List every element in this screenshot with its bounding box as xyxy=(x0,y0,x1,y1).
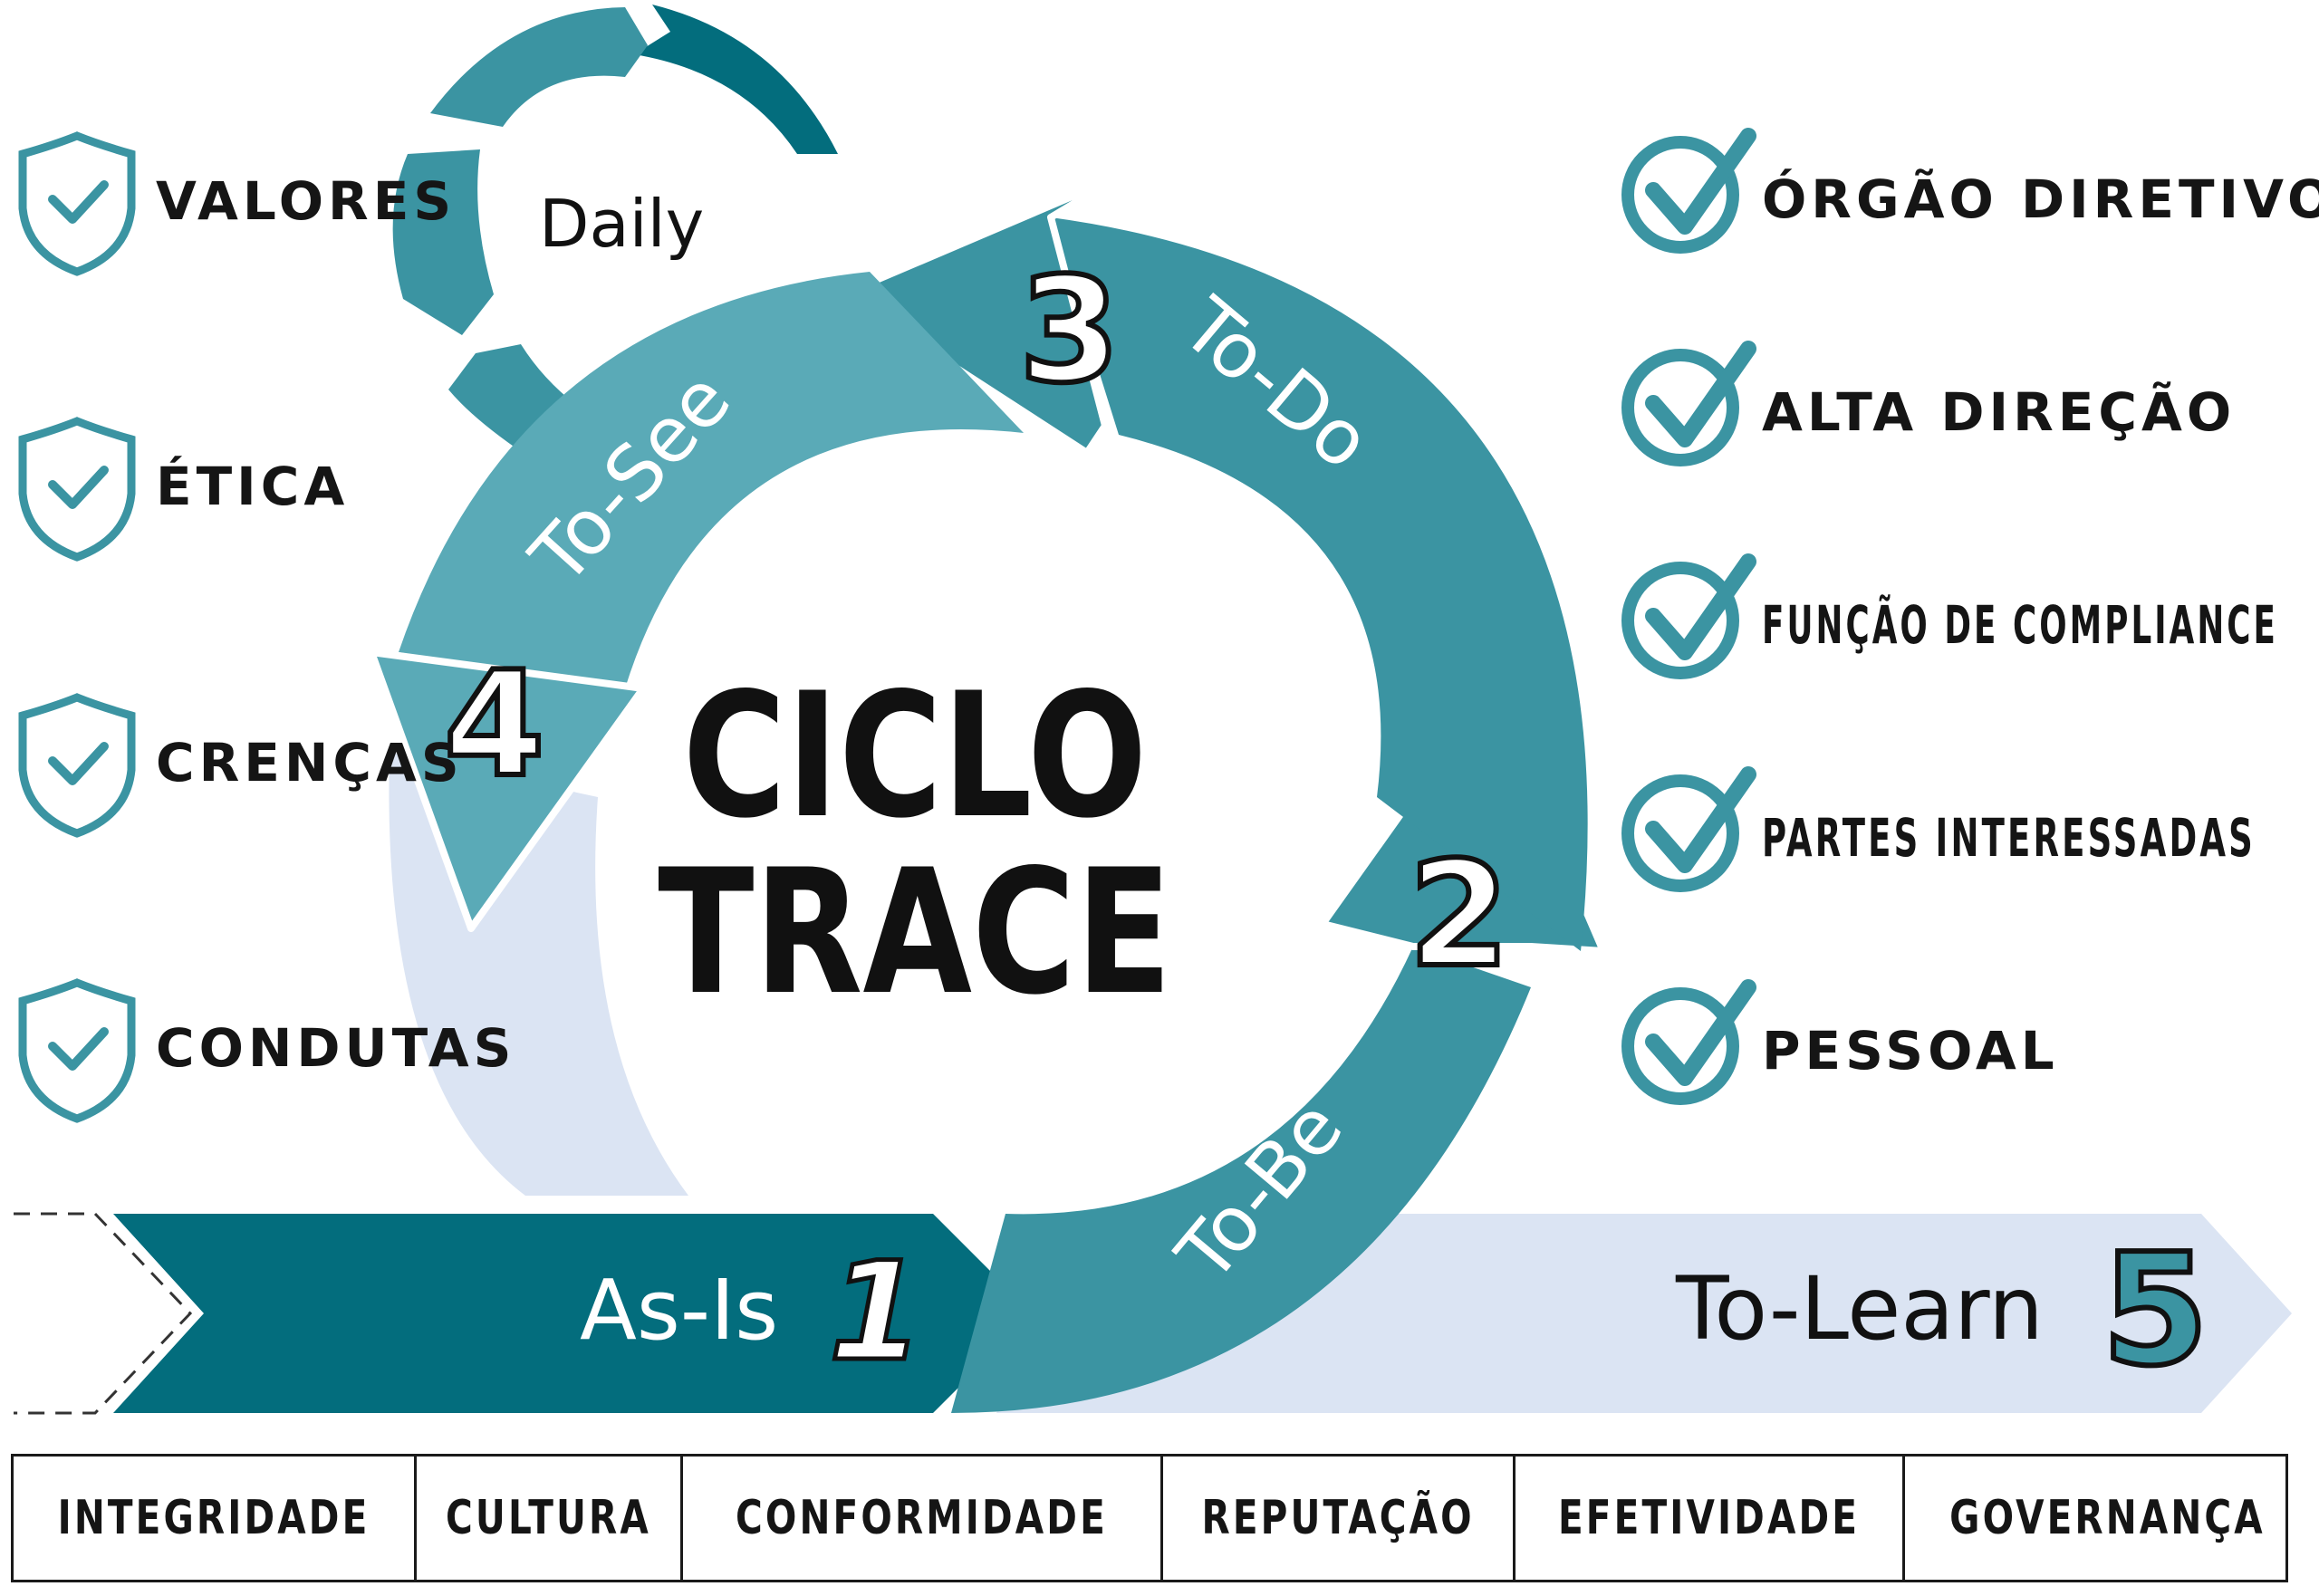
pillar-integridade: INTEGRIDADE xyxy=(14,1457,418,1580)
check-mark xyxy=(48,466,109,509)
to-be-number: 2 xyxy=(1409,830,1509,999)
to-see-arc xyxy=(399,272,1024,688)
circle-check-icon xyxy=(1621,349,1739,466)
right-item-pessoal: PESSOAL xyxy=(1621,979,2059,1105)
check-mark xyxy=(1645,766,1756,873)
center-title-line2: TRACE xyxy=(658,832,1172,1033)
right-list: ÓRGÃO DIRETIVO ALTA DIREÇÃO FUNÇÃO DE CO… xyxy=(1621,128,2319,1105)
left-item-valores: VALORES xyxy=(18,131,456,276)
check-mark xyxy=(1645,553,1756,660)
to-be-arc xyxy=(951,947,1531,1413)
pillar-label: GOVERNANÇA xyxy=(1949,1491,2266,1545)
to-see-number: 4 xyxy=(444,639,544,809)
left-list: VALORES ÉTICA CRENÇAS CONDUTAS xyxy=(18,131,515,1123)
as-is-dashed-tail xyxy=(14,1212,193,1415)
left-item-label: CONDUTAS xyxy=(156,1017,515,1079)
left-item-crencas: CRENÇAS xyxy=(18,693,464,838)
center-title-line1: CICLO xyxy=(683,656,1148,856)
right-item-orgao-diretivo: ÓRGÃO DIRETIVO xyxy=(1621,128,2319,254)
check-mark xyxy=(1645,979,1756,1086)
pillar-conformidade: CONFORMIDADE xyxy=(683,1457,1163,1580)
to-do-arc xyxy=(1051,217,1588,951)
daily-segment-top-right xyxy=(634,5,838,154)
to-do-arrow-head xyxy=(839,173,1122,457)
circle-check-icon xyxy=(1621,987,1739,1105)
shield-check-icon xyxy=(18,978,136,1123)
pillar-label: REPUTAÇÃO xyxy=(1201,1491,1475,1545)
right-item-label: PARTES INTERESSADAS xyxy=(1762,807,2256,869)
pillars-row: INTEGRIDADE CULTURA CONFORMIDADE REPUTAÇ… xyxy=(11,1454,2288,1582)
as-is-label: As-Is xyxy=(580,1262,778,1359)
left-item-label: CRENÇAS xyxy=(156,732,464,793)
right-item-label: PESSOAL xyxy=(1762,1020,2059,1082)
left-item-condutas: CONDUTAS xyxy=(18,978,515,1123)
pillar-cultura: CULTURA xyxy=(417,1457,683,1580)
as-is-number: 1 xyxy=(829,1234,923,1391)
daily-label: Daily xyxy=(539,186,704,262)
circle-check-icon xyxy=(1621,136,1739,254)
to-do-number: 3 xyxy=(1019,245,1120,415)
left-item-label: ÉTICA xyxy=(156,455,349,517)
circle-check-icon xyxy=(1621,774,1739,892)
right-item-label: ÓRGÃO DIRETIVO xyxy=(1762,168,2319,230)
to-learn-number: 5 xyxy=(2102,1221,2208,1400)
circle-check-icon xyxy=(1621,562,1739,679)
daily-cycle-ring xyxy=(392,5,838,448)
check-mark xyxy=(48,1027,109,1071)
pillar-efetividade: EFETIVIDADE xyxy=(1516,1457,1906,1580)
as-is-arrow-band xyxy=(113,1214,1033,1413)
right-item-funcao-de-compliance: FUNÇÃO DE COMPLIANCE xyxy=(1621,553,2278,679)
left-item-etica: ÉTICA xyxy=(18,417,349,562)
shield-check-icon xyxy=(18,131,136,276)
check-mark xyxy=(48,742,109,785)
pillar-label: CULTURA xyxy=(446,1491,651,1545)
pillar-label: CONFORMIDADE xyxy=(735,1491,1108,1545)
check-mark xyxy=(48,180,109,224)
shield-check-icon xyxy=(18,693,136,838)
pillar-reputacao: REPUTAÇÃO xyxy=(1163,1457,1516,1580)
right-item-partes-interessadas: PARTES INTERESSADAS xyxy=(1621,766,2256,892)
daily-segment-top xyxy=(430,7,648,127)
right-item-label: ALTA DIREÇÃO xyxy=(1762,380,2236,443)
to-learn-label: To-Learn xyxy=(1675,1258,2044,1360)
shield-check-icon xyxy=(18,417,136,562)
right-item-alta-direcao: ALTA DIREÇÃO xyxy=(1621,341,2236,466)
pillar-label: EFETIVIDADE xyxy=(1557,1491,1861,1545)
right-item-label: FUNÇÃO DE COMPLIANCE xyxy=(1762,593,2278,656)
check-mark xyxy=(1645,128,1756,235)
left-item-label: VALORES xyxy=(156,170,456,232)
pillar-label: INTEGRIDADE xyxy=(57,1491,370,1545)
daily-segment-left xyxy=(392,149,494,335)
check-mark xyxy=(1645,341,1756,447)
to-see-arrow-head xyxy=(368,649,647,932)
pillar-governanca: GOVERNANÇA xyxy=(1905,1457,2310,1580)
